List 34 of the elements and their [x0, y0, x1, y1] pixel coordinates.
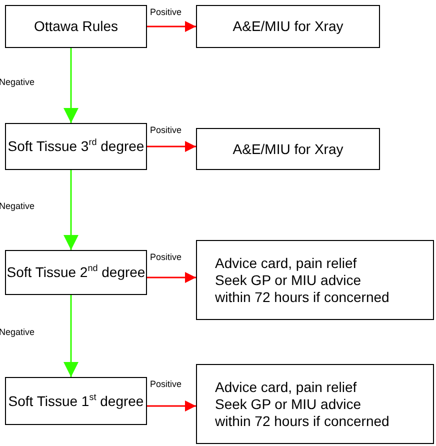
edge-label: Positive — [150, 125, 182, 136]
arrow — [147, 21, 196, 32]
box-text: within 72 hours if concerned — [215, 412, 390, 430]
arrow — [147, 400, 196, 412]
box-text: Advice card, pain relief — [215, 254, 357, 272]
box-text: Soft Tissue 2$^{nd}$ degree — [6, 264, 146, 281]
edge-label: Positive — [150, 379, 182, 390]
process-box — [5, 5, 147, 48]
arrow — [147, 141, 196, 152]
box-text: Advice card, pain relief — [215, 378, 357, 396]
process-box — [196, 240, 434, 320]
edge-label: Positive — [150, 7, 182, 18]
box-text: Ottawa Rules — [34, 18, 118, 35]
box-text: Soft Tissue 1$^{st}$ degree — [8, 392, 144, 410]
arrow — [64, 295, 78, 377]
edge-label: Positive — [150, 252, 182, 263]
edge-label: Negative — [0, 201, 35, 212]
box-text: Soft Tissue 3$^{rd}$ degree — [8, 138, 144, 155]
edge-label: Negative — [0, 326, 35, 338]
process-box — [5, 123, 147, 170]
box-text: within 72 hours if concerned — [215, 288, 390, 306]
box-text: A&E/MIU for Xray — [232, 18, 344, 35]
arrow — [64, 48, 78, 123]
process-box — [5, 250, 147, 295]
box-text: Seek GP or MIU advice — [215, 396, 362, 412]
process-box — [5, 377, 147, 425]
arrow — [64, 170, 78, 250]
arrow — [147, 272, 196, 283]
edge-label: Negative — [0, 76, 35, 88]
box-text: A&E/MIU for Xray — [232, 140, 344, 158]
box-text: Seek GP or MIU advice — [215, 272, 362, 288]
process-box — [196, 128, 380, 170]
process-box — [196, 364, 434, 444]
process-box — [196, 5, 380, 48]
